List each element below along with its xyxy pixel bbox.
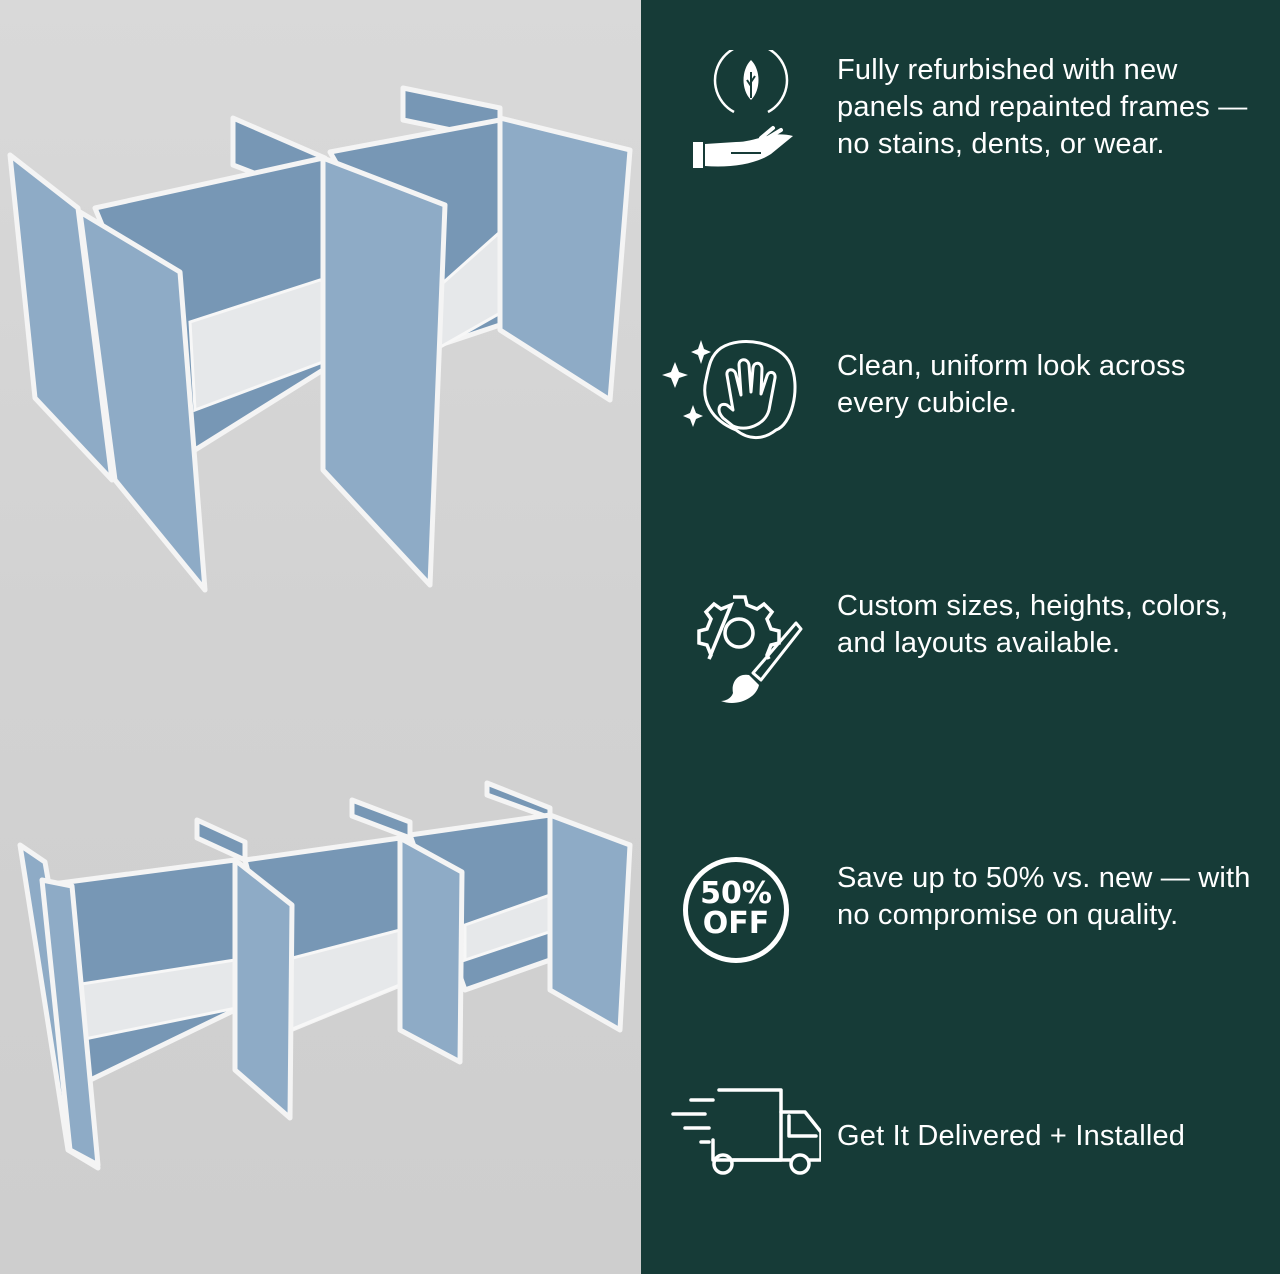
discount-badge-icon: 50% OFF bbox=[661, 855, 821, 975]
cubicle-illustration bbox=[7, 85, 633, 1171]
feature-text: Fully refurbished with new panels and re… bbox=[837, 54, 1248, 160]
badge-off: OFF bbox=[702, 906, 770, 941]
feature-text: Get It Delivered + Installed bbox=[837, 1120, 1186, 1152]
gear-paintbrush-icon bbox=[697, 595, 803, 704]
four-person-cubicle-cluster bbox=[7, 85, 633, 593]
feature-text: Custom sizes, heights, colors, and layou… bbox=[837, 590, 1229, 659]
features-panel: Fully refurbished with new panels and re… bbox=[641, 0, 1280, 1274]
six-person-cubicle-cluster bbox=[17, 780, 633, 1171]
hand-with-leaf-icon bbox=[693, 50, 793, 168]
delivery-truck-icon bbox=[671, 1088, 821, 1175]
feature-text: Save up to 50% vs. new — with no comprom… bbox=[837, 862, 1251, 931]
wiping-hand-sparkle-icon bbox=[662, 340, 797, 439]
badge-percent: 50% bbox=[700, 876, 772, 911]
product-photos bbox=[0, 0, 641, 1274]
feature-text: Clean, uniform look across every cubicle… bbox=[837, 350, 1186, 419]
